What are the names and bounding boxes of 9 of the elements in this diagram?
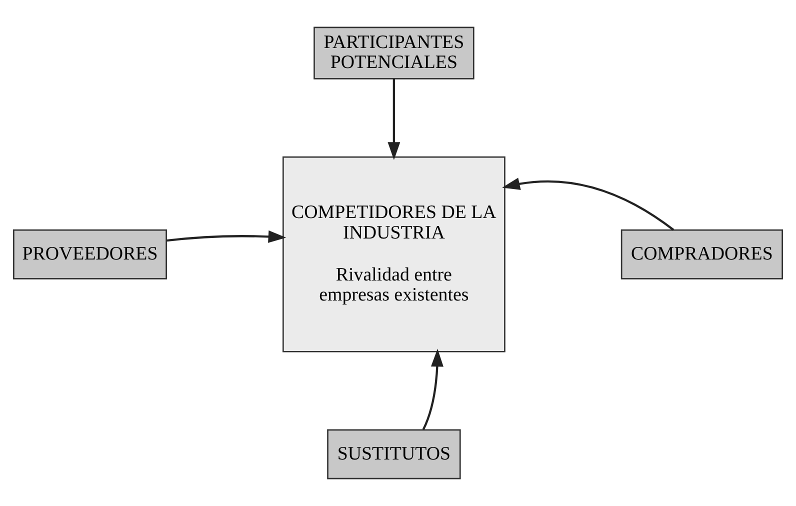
node-box: COMPRADORES: [620, 229, 783, 280]
node-box: PARTICIPANTES POTENCIALES: [314, 26, 474, 80]
node-box: PROVEEDORES: [13, 229, 167, 280]
node-box: SUSTITUTOS: [327, 429, 461, 480]
arrow: [422, 348, 444, 430]
node-box: COMPETIDORES DE LA INDUSTRIA Rivalidad entre empresas existentes: [282, 156, 506, 352]
arrow: [502, 178, 674, 231]
arrow: [388, 78, 400, 160]
arrow: [166, 230, 286, 243]
